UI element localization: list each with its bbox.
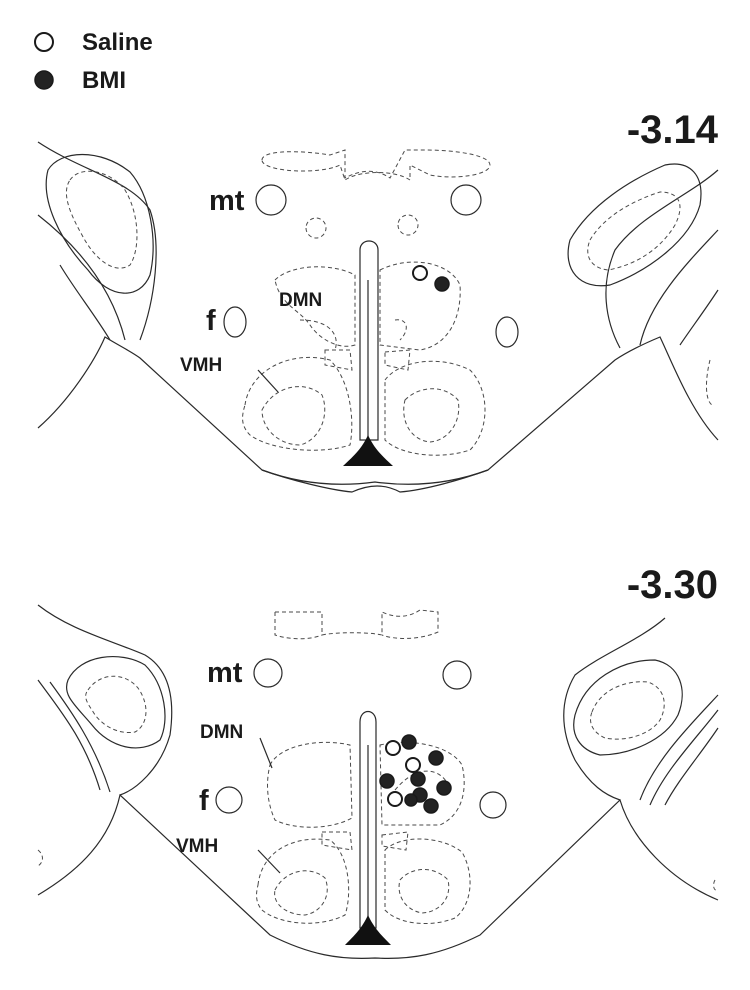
section-top-base bbox=[261, 469, 489, 493]
section-top-saline-site bbox=[412, 265, 428, 281]
section-bottom-bmi-site bbox=[410, 771, 426, 787]
section-top-outline bbox=[37, 336, 719, 485]
section-bottom-left-edge bbox=[37, 849, 43, 867]
section-top-ventricle-outline bbox=[359, 240, 379, 441]
section-top-vmh-right bbox=[384, 360, 486, 456]
section-bottom-outline bbox=[37, 793, 719, 959]
section-bottom-bmi-site bbox=[428, 750, 444, 766]
section-bottom-left-lobe bbox=[66, 656, 166, 749]
legend: Saline BMI bbox=[34, 29, 153, 94]
section-bottom-third-ventricle bbox=[345, 915, 391, 945]
section-bottom-fornix-right bbox=[479, 791, 507, 819]
section-bottom-label-dmn: DMN bbox=[200, 722, 243, 743]
section-bottom-mt-left bbox=[253, 658, 283, 688]
section-bottom-left-tract bbox=[37, 679, 111, 793]
section-bottom-vmh-pointer bbox=[257, 849, 281, 874]
legend-bmi-marker bbox=[34, 70, 54, 90]
section-top-label-vmh: VMH bbox=[180, 355, 222, 376]
section-bottom-right-tract bbox=[639, 694, 719, 806]
section-top-right-lobe-inner bbox=[587, 191, 681, 271]
section-top-right-edge bbox=[706, 359, 713, 406]
section-top-coordinate: -3.14 bbox=[627, 108, 719, 152]
section-bottom-vmh-right bbox=[384, 838, 471, 924]
section-top-right-tract bbox=[605, 169, 719, 349]
section-bottom-upper-structure bbox=[274, 609, 439, 640]
section-bottom-dmn-left bbox=[267, 741, 353, 828]
section-bottom-dmn-pointer bbox=[259, 737, 273, 769]
section-bottom-mt-right bbox=[442, 660, 472, 690]
section-top-bmi-site bbox=[434, 276, 450, 292]
section-top-third-ventricle bbox=[343, 435, 393, 466]
section-bottom-left-lobe-inner bbox=[85, 675, 147, 734]
section-top-dmn-left bbox=[274, 266, 356, 347]
section-top-small-circle-left bbox=[305, 217, 327, 239]
section-top-fornix-left bbox=[223, 306, 247, 338]
section-bottom-right-edge bbox=[713, 879, 719, 891]
legend-saline-marker bbox=[34, 32, 54, 52]
section-top: -3.14 mt f bbox=[37, 108, 719, 493]
section-top-label-f: f bbox=[206, 305, 216, 337]
section-bottom-coordinate: -3.30 bbox=[627, 563, 718, 607]
section-bottom-label-mt: mt bbox=[207, 657, 243, 689]
section-top-arc-left bbox=[299, 319, 337, 351]
section-bottom-label-f: f bbox=[199, 785, 209, 817]
section-bottom-right-lobe-inner bbox=[590, 681, 665, 740]
section-top-vmh-pointer bbox=[257, 369, 279, 393]
legend-bmi-label: BMI bbox=[82, 67, 126, 94]
section-top-vmh-core-left bbox=[261, 386, 326, 446]
section-bottom-bmi-site bbox=[404, 793, 418, 807]
section-top-left-lobe bbox=[45, 154, 154, 294]
section-top-right-lobe bbox=[567, 163, 702, 287]
section-bottom-mid-box bbox=[321, 831, 409, 851]
section-top-mid-box bbox=[324, 349, 411, 371]
section-bottom-vmh-core-left bbox=[274, 870, 328, 916]
legend-saline-label: Saline bbox=[82, 29, 153, 56]
section-bottom-bmi-site bbox=[423, 798, 439, 814]
section-top-label-mt: mt bbox=[209, 185, 245, 217]
section-top-fornix-right bbox=[495, 316, 519, 348]
section-bottom-saline-site bbox=[387, 791, 403, 807]
section-bottom-fornix-left bbox=[215, 786, 243, 814]
section-bottom-vmh-left bbox=[256, 838, 350, 924]
section-bottom-saline-site bbox=[385, 740, 401, 756]
section-top-upper-structure bbox=[261, 149, 491, 181]
section-bottom: -3.30 mt f bbox=[37, 563, 719, 959]
section-bottom-outer-left bbox=[37, 604, 173, 796]
section-bottom-ventricle-outline bbox=[359, 710, 377, 929]
section-top-mt-left bbox=[255, 184, 287, 216]
section-top-label-dmn: DMN bbox=[279, 290, 322, 311]
section-top-arc-right bbox=[394, 319, 407, 341]
section-top-mt-right bbox=[450, 184, 482, 216]
section-bottom-right-lobe bbox=[573, 659, 683, 756]
section-top-vmh-core-right bbox=[403, 388, 460, 443]
section-bottom-bmi-site bbox=[436, 780, 452, 796]
section-bottom-bmi-site bbox=[401, 734, 417, 750]
section-top-small-circle-right bbox=[397, 214, 419, 236]
section-bottom-label-vmh: VMH bbox=[176, 836, 218, 857]
section-bottom-bmi-site bbox=[379, 773, 395, 789]
section-top-left-lobe-inner bbox=[66, 170, 138, 269]
section-bottom-saline-site bbox=[405, 757, 421, 773]
section-top-dmn-right bbox=[379, 261, 461, 351]
section-bottom-outer-right bbox=[563, 617, 666, 801]
section-top-left-tract bbox=[37, 141, 157, 341]
section-bottom-vmh-core-right bbox=[398, 869, 450, 914]
